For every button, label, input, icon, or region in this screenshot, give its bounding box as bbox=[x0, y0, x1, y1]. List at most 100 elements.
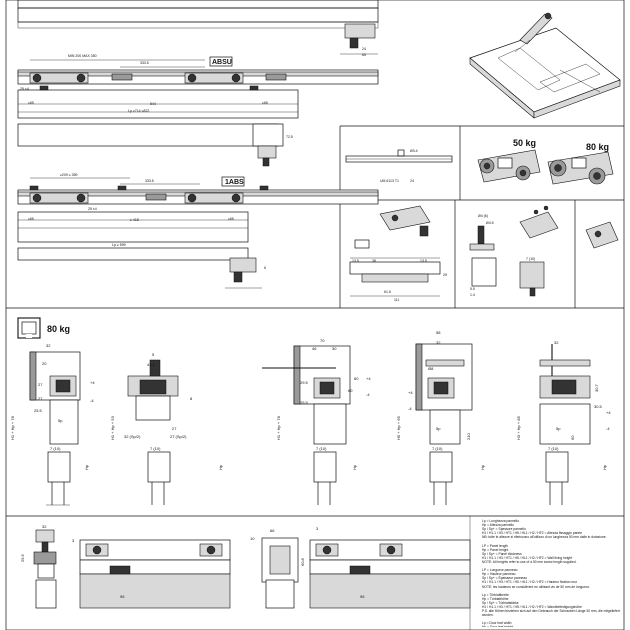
weight-50: 50 kg bbox=[513, 138, 536, 148]
dim-c3: 13.5 bbox=[420, 259, 427, 263]
dim-e7: Hp bbox=[602, 464, 607, 470]
dim-ge65-b2: ≥65 bbox=[228, 217, 234, 221]
dim-e2: 30.7 bbox=[594, 383, 599, 392]
dim-br1: 95 bbox=[360, 594, 365, 599]
dim-a4: 27 bbox=[38, 396, 43, 401]
dim-bm4: 3 bbox=[316, 526, 319, 531]
abs-label: 1ABS bbox=[225, 179, 244, 186]
dim-e3: 30.5 bbox=[594, 404, 603, 409]
dim-r2: 7 (10) bbox=[526, 257, 535, 261]
legend-line: Lp = Lunghezza pannello bbox=[482, 519, 519, 523]
adj-minus-d: -4 bbox=[408, 406, 412, 411]
dim-ge209: ≥209 ≤ 359 bbox=[60, 173, 78, 177]
legend-line: H1 / H1.1 / H3 / HT1 / H5 / HL1 / H2 / H… bbox=[482, 580, 578, 585]
legend-line: Hp = Door leaf height bbox=[482, 625, 624, 627]
dim-bl1: 32 bbox=[42, 524, 47, 529]
dim-a2: 20 bbox=[42, 361, 47, 366]
bracket-detail-center bbox=[349, 205, 441, 297]
dim-a8: 25.5 bbox=[34, 408, 43, 413]
dim-e4: H3 + Hp + 85 bbox=[516, 415, 521, 440]
dim-a6: 7 (10) bbox=[50, 446, 61, 451]
legend-line: Lp = Door leaf width bbox=[482, 621, 512, 626]
dim-d8: Hp bbox=[480, 464, 485, 470]
dim-c-5: 60 bbox=[348, 388, 353, 393]
dim-333b: 333.5 bbox=[145, 179, 154, 183]
dim-c-9: 7 (10) bbox=[316, 446, 327, 451]
dim-c-6: H1 + Hp + 78 bbox=[276, 415, 281, 440]
dim-544: 544 bbox=[150, 102, 156, 106]
dim-c2: 38 bbox=[372, 259, 376, 263]
dim-24: 24 bbox=[362, 47, 366, 51]
dim-b1: 43.2 bbox=[147, 362, 156, 367]
legend-line: H1 / H1.1 / H3 / HT1 / H5 / HL1 / H2 / H… bbox=[482, 555, 573, 560]
dim-a5: 5p bbox=[58, 418, 63, 423]
legend-line: Sp / Sp+ = Épaisseur panneau bbox=[482, 576, 527, 581]
legend-line: Hp = Panel height bbox=[482, 547, 509, 552]
dim-c-1: 70 bbox=[320, 338, 325, 343]
dim-ge65-left: ≥65 bbox=[28, 101, 34, 105]
dim-72: 72.5 bbox=[286, 135, 293, 139]
rail-profile-icon bbox=[17, 317, 41, 339]
legend-line: NOTE: All heights refer to use of a 50 m… bbox=[482, 559, 577, 564]
dim-b3: 8 bbox=[190, 396, 193, 401]
carriage-80kg bbox=[547, 151, 614, 185]
dim-c6: 29 bbox=[443, 273, 447, 277]
dim-r3: Ø4.5 bbox=[486, 221, 494, 225]
dim-bl3: 29.5 bbox=[20, 553, 25, 562]
adj-plus-a: +4 bbox=[90, 380, 95, 385]
dim-c1: 13.5 bbox=[352, 259, 359, 263]
dim-c-8: 25.5 bbox=[300, 400, 309, 405]
dim-lp-599: Lp ≥ 599 bbox=[112, 243, 126, 247]
dim-b5: 32 (Sp/2) bbox=[124, 434, 141, 439]
dim-lp-714: Lp ≥714 ≤822 bbox=[128, 109, 149, 113]
dim-bl2: 3 bbox=[72, 538, 75, 543]
dim-c-7: 29.5 bbox=[300, 380, 309, 385]
dim-ge65-b1: ≥65 bbox=[28, 217, 34, 221]
legend-line: Sp / Sp+ = Türblattstärke bbox=[482, 600, 519, 605]
dim-d5: 210 bbox=[466, 433, 471, 440]
iso-installation bbox=[469, 12, 621, 119]
dim-ge65-right: ≥65 bbox=[262, 101, 268, 105]
dim-bm1: 10 bbox=[250, 536, 255, 541]
rail-profile bbox=[345, 149, 453, 163]
adj-plus-e: +4 bbox=[606, 410, 611, 415]
dim-e8: 5p bbox=[556, 426, 561, 431]
dim-r4: 5.5 bbox=[470, 287, 475, 291]
dim-a9: Hp bbox=[84, 464, 89, 470]
dim-e1: 32 bbox=[554, 340, 559, 345]
dim-a7: H1 + Hp + 78 bbox=[10, 415, 15, 440]
dim-a3: 27 bbox=[38, 382, 43, 387]
dim-bm3: 60.8 bbox=[300, 557, 305, 566]
weight-80-mid: 80 kg bbox=[47, 324, 70, 334]
dim-b8: 7 (10) bbox=[150, 446, 161, 451]
dim-e5: 60 bbox=[570, 435, 575, 440]
dim-b4: H1 + Hp + 53 bbox=[110, 415, 115, 440]
dim-333: 333.5 bbox=[140, 61, 149, 65]
dim-e6: 7 (10) bbox=[548, 446, 559, 451]
bottom-detail-mid bbox=[261, 537, 471, 609]
dim-b6: 27 bbox=[172, 426, 177, 431]
section-a bbox=[29, 351, 81, 506]
dim-418: ≥ 418 bbox=[130, 218, 139, 222]
dim-65: 65 bbox=[362, 53, 366, 57]
weight-80: 80 kg bbox=[586, 142, 609, 152]
rail-code: UM 6113 T1 bbox=[380, 179, 399, 183]
dim-c-10: Hp bbox=[352, 464, 357, 470]
dim-d6: 7 (10) bbox=[432, 446, 443, 451]
legend-line: NOTE: les hauteurs se considèrent en uti… bbox=[482, 584, 590, 589]
adj-plus-c: +4 bbox=[366, 376, 371, 381]
dim-c5: 111 bbox=[394, 298, 399, 302]
dim-b2: 5 bbox=[152, 352, 155, 357]
legend-line: Lp = Türblattbreite bbox=[482, 592, 509, 597]
dim-c-3: 30 bbox=[332, 346, 337, 351]
dim-r1: Ø4 (6) bbox=[478, 214, 488, 218]
legend-line: LP = Longueur panneau bbox=[482, 568, 518, 573]
bracket-detail-right bbox=[469, 205, 619, 297]
section-c bbox=[262, 345, 351, 505]
carriage-50kg bbox=[477, 149, 541, 183]
dim-r5: 1.4 bbox=[470, 293, 475, 297]
legend-line: Sp / Sp+ = Panel thickness bbox=[482, 551, 522, 556]
abs-assembly bbox=[17, 177, 379, 289]
